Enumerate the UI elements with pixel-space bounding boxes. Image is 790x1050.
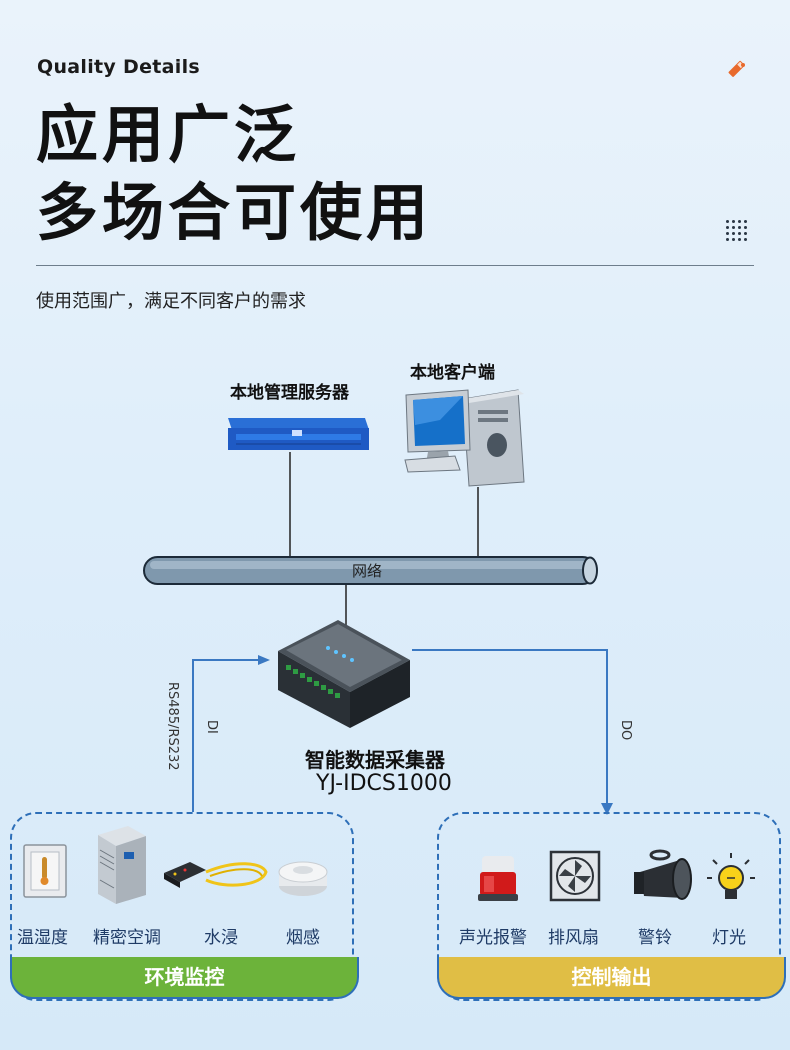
horn-speaker-icon [634, 849, 692, 900]
ctrl-item-label: 警铃 [638, 928, 672, 948]
env-item-label: 水浸 [204, 928, 238, 948]
input-arrow-line [192, 659, 258, 812]
ctrl-item-label: 排风扇 [548, 928, 599, 948]
env-item-label: 烟感 [286, 928, 320, 948]
device-name: 智能数据采集器 [305, 748, 445, 772]
light-bulb-icon [707, 853, 755, 899]
server-rack-icon [228, 418, 369, 450]
client-label: 本地客户端 [410, 363, 495, 383]
output-arrowhead [601, 803, 613, 815]
control-title-band: 控制输出 [437, 957, 786, 999]
ctrl-item-label: 声光报警 [459, 928, 527, 948]
dots-grid-icon [726, 220, 750, 244]
data-collector-device-icon [278, 620, 410, 728]
device-model: YJ-IDCS1000 [316, 771, 452, 796]
page-title-line1: 应用广泛 [36, 98, 301, 171]
di-label: DI [204, 720, 219, 734]
water-leak-sensor-icon [164, 862, 268, 888]
workstation-icon [404, 389, 525, 487]
precision-ac-icon [98, 826, 146, 904]
exhaust-fan-icon [549, 850, 601, 902]
pencil-icon [727, 60, 749, 86]
network-label: 网络 [352, 562, 383, 580]
divider [36, 265, 754, 266]
rs485-label: RS485/RS232 [165, 682, 180, 771]
env-item-label: 温湿度 [17, 928, 68, 948]
environment-title-band: 环境监控 [10, 957, 359, 999]
env-item-label: 精密空调 [93, 928, 161, 948]
network-pipe [143, 556, 598, 585]
page-description: 使用范围广，满足不同客户的需求 [36, 291, 306, 312]
environment-panel [10, 812, 354, 1001]
page-title-line2: 多场合可使用 [36, 176, 433, 249]
do-label: DO [618, 720, 633, 741]
output-arrow-line [412, 649, 608, 805]
thermometer-panel-icon [23, 844, 67, 898]
control-panel [437, 812, 781, 1001]
smoke-detector-icon [278, 861, 328, 896]
alarm-beacon-icon [478, 856, 518, 901]
server-label: 本地管理服务器 [230, 383, 349, 403]
section-subtitle: Quality Details [37, 56, 201, 78]
ctrl-item-label: 灯光 [712, 928, 746, 948]
input-arrowhead [258, 655, 270, 665]
